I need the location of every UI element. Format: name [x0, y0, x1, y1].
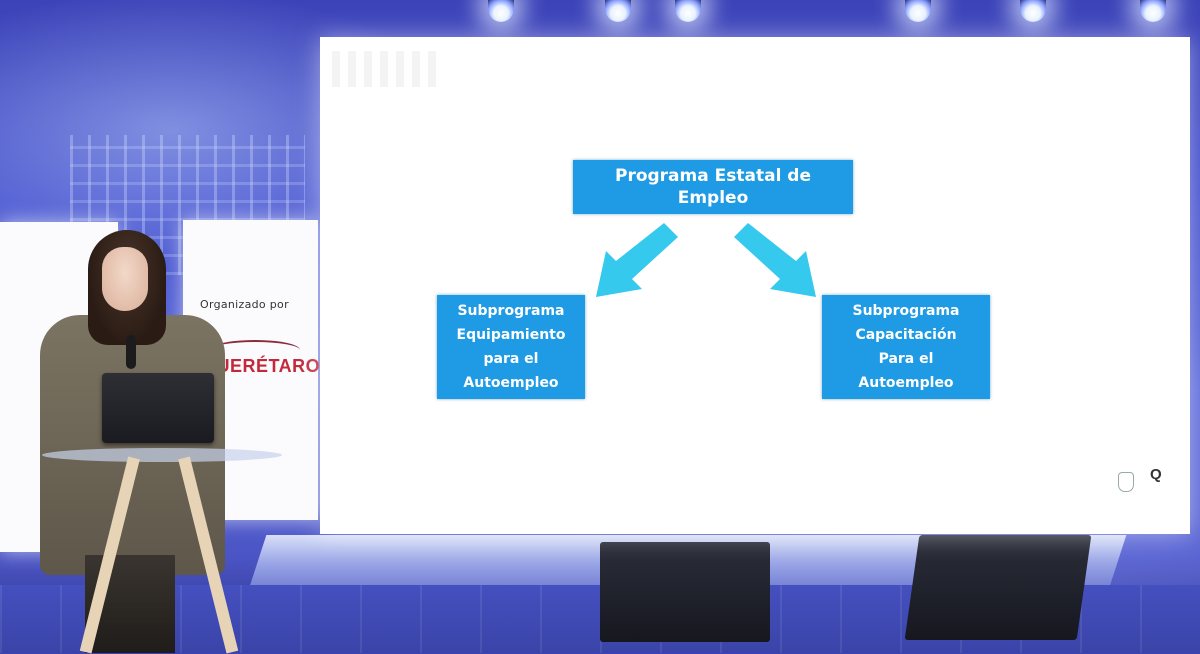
slide-header-faint: [332, 51, 442, 87]
subprogram-training-label: Subprograma Capacitación Para el Autoemp…: [852, 303, 960, 391]
presenter-face: [102, 247, 148, 311]
projected-slide: Programa Estatal de Empleo Subprograma E…: [320, 37, 1190, 534]
organizer-label: Organizado por: [200, 298, 289, 311]
arrow-down-right-icon: [734, 223, 816, 297]
stage-light: [488, 0, 514, 22]
arrow-down-left-icon: [596, 223, 678, 297]
stage-light: [675, 0, 701, 22]
presenter: [30, 225, 230, 653]
state-emblem-icon: [1118, 472, 1134, 492]
queretaro-logo-swoosh: [210, 340, 300, 360]
laptop: [102, 373, 214, 443]
slide-corner-logos: Q: [1112, 466, 1182, 494]
microphone-icon: [126, 335, 136, 369]
program-box: Programa Estatal de Empleo: [573, 160, 853, 214]
stage-light: [1140, 0, 1166, 22]
stage-monitor-speaker: [600, 542, 770, 642]
stage-light: [905, 0, 931, 22]
subprogram-equipment-box: Subprograma Equipamiento para el Autoemp…: [437, 295, 585, 399]
stage-light: [1020, 0, 1046, 22]
subprogram-equipment-label: Subprograma Equipamiento para el Autoemp…: [456, 303, 566, 391]
subprogram-training-box: Subprograma Capacitación Para el Autoemp…: [822, 295, 990, 399]
program-label: Programa Estatal de Empleo: [614, 166, 812, 208]
stage-monitor-speaker: [904, 535, 1092, 640]
queretaro-logo: QUERÉTARO: [202, 356, 321, 376]
queretaro-q-logo: Q: [1150, 466, 1162, 483]
podium-glass-top: [42, 448, 282, 462]
stage-light: [605, 0, 631, 22]
